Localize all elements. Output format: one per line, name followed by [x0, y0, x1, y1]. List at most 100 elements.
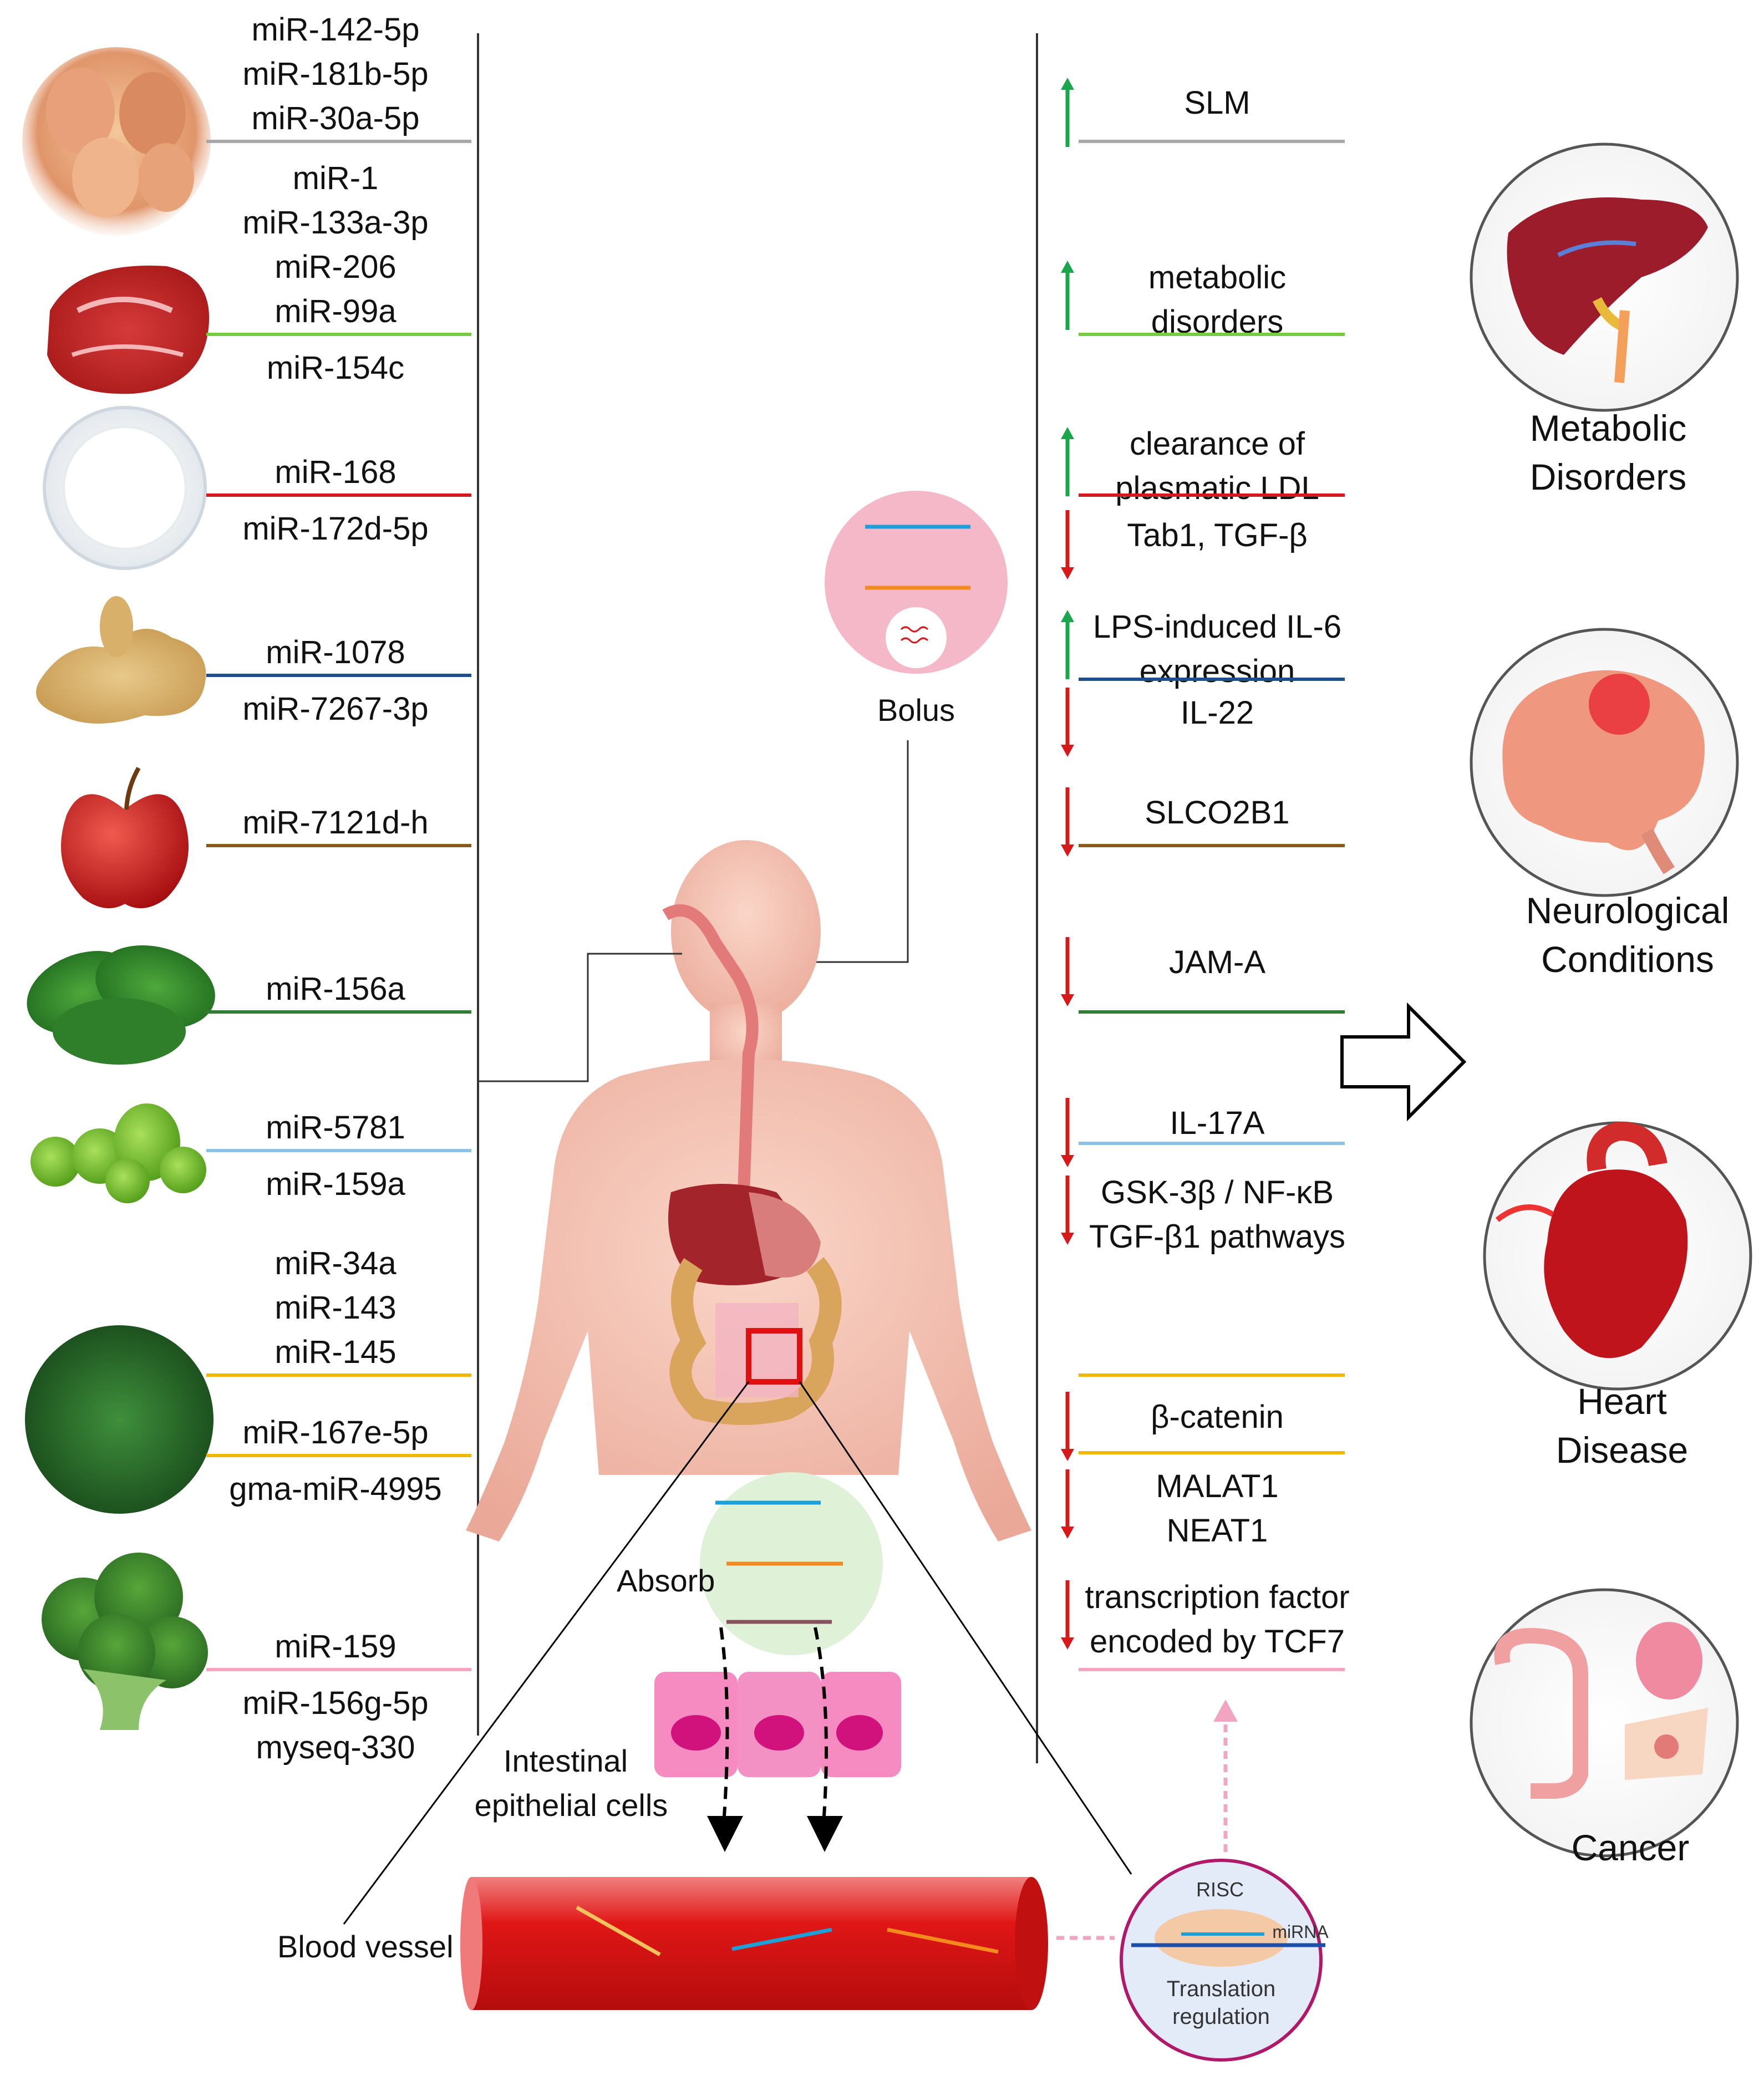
absorb-icon [700, 1472, 883, 1655]
down-arrow-head-icon [1061, 1233, 1074, 1245]
mirna-label: myseq-330 [256, 1729, 415, 1765]
mirna-label: miR-181b-5p [242, 56, 428, 92]
outcome-arrow-icon [1340, 1002, 1467, 1122]
effect-label: GSK-3β / NF-κB [1101, 1174, 1334, 1210]
epithelial-cells-icon [654, 1672, 901, 1777]
effect-label: Tab1, TGF-β [1127, 517, 1308, 553]
bolus-connector [801, 740, 909, 963]
down-arrow-head-icon [1061, 745, 1074, 757]
translation-label-2: regulation [1172, 2004, 1270, 2029]
liver-icon [1470, 143, 1739, 412]
mirna-label: miR-34a [274, 1245, 396, 1281]
effect-label: expression [1140, 653, 1295, 689]
mirna-label: miR-168 [274, 454, 396, 490]
disease-label: Neurological [1526, 890, 1730, 931]
blood-vessel-icon [460, 1877, 1048, 2010]
egg-icon [22, 47, 211, 236]
down-arrow-head-icon [1061, 1637, 1074, 1650]
up-arrow-head-icon [1061, 427, 1074, 439]
human-body-icon [466, 840, 1031, 1541]
blood-vessel-label: Blood vessel [277, 1929, 454, 1964]
risc-icon [1120, 1859, 1325, 2062]
disease-label: Disease [1556, 1429, 1688, 1471]
mirna-label: miR-7121d-h [242, 805, 428, 841]
mirna-label: miR-159 [274, 1629, 396, 1665]
moringa-icon [25, 1325, 213, 1514]
effect-label: transcription factor [1085, 1579, 1349, 1615]
effect-label: plasmatic LDL [1115, 470, 1319, 506]
brain-icon [1470, 628, 1739, 897]
down-arrow-head-icon [1061, 844, 1074, 857]
intestinal-label-1: Intestinal [504, 1743, 628, 1778]
absorb-path-right [814, 1627, 828, 1825]
down-arrow-head-icon [1061, 1449, 1074, 1461]
mirna-label: miR-133a-3p [242, 205, 428, 241]
organs-icon [1470, 1588, 1739, 1858]
effect-label: SLCO2B1 [1145, 795, 1289, 831]
broccoli-icon [42, 1553, 208, 1730]
mirna-label: miR-30a-5p [252, 100, 420, 136]
bolus-label: Bolus [877, 693, 955, 727]
mirna-label: miR-167e-5p [242, 1415, 428, 1451]
effect-label: IL-22 [1181, 695, 1254, 731]
effect-label: SLM [1184, 85, 1250, 121]
mirna-label: gma-miR-4995 [229, 1471, 442, 1507]
mirna-label: miR-206 [274, 249, 396, 285]
down-arrow-head-icon [1061, 1155, 1074, 1167]
spinach-icon [27, 945, 215, 1065]
effect-label: IL-17A [1170, 1105, 1265, 1141]
absorb-label: Absorb [617, 1563, 715, 1598]
mirna-label: miR-156g-5p [242, 1685, 428, 1721]
up-arrow-pink-icon [1213, 1700, 1238, 1722]
up-arrow-head-icon [1061, 610, 1074, 622]
mirna-label: miR-145 [274, 1334, 396, 1370]
mirna-label: miR-156a [266, 971, 405, 1007]
down-arrow-left-icon [707, 1816, 743, 1852]
effect-label: NEAT1 [1167, 1513, 1268, 1549]
mirna-label: miR-142-5p [252, 12, 420, 48]
heart-icon [1483, 1121, 1752, 1391]
zoom-line-left [343, 1381, 750, 1925]
effect-label: TGF-β1 pathways [1089, 1219, 1345, 1255]
mirna-label: miR-99a [274, 293, 396, 329]
disease-label: Heart [1577, 1381, 1666, 1422]
effect-label: LPS-induced IL-6 [1093, 609, 1341, 645]
mirna-label: miR-143 [274, 1290, 396, 1326]
up-arrow-head-icon [1061, 78, 1074, 90]
mirna-label: miR-154c [267, 350, 404, 386]
risc-label: RISC [1196, 1878, 1244, 1901]
down-arrow-head-icon [1061, 994, 1074, 1006]
food-mirna-list: miR-142-5pmiR-181b-5pmiR-30a-5pmiR-1miR-… [206, 12, 471, 1765]
disease-label: Cancer [1572, 1827, 1690, 1868]
effect-label: JAM-A [1169, 944, 1265, 980]
ginger-icon [36, 596, 206, 724]
disease-label: Disorders [1530, 456, 1686, 497]
up-arrow-head-icon [1061, 261, 1074, 273]
mirna-label: miR-7267-3p [242, 691, 428, 727]
disease-label: Metabolic [1530, 408, 1686, 449]
down-arrow-right-icon [807, 1816, 843, 1852]
down-arrow-head-icon [1061, 567, 1074, 579]
intestinal-label-2: epithelial cells [475, 1788, 668, 1823]
zoom-line-right [799, 1381, 1132, 1875]
beans-icon [30, 1103, 206, 1203]
effect-label: MALAT1 [1156, 1468, 1278, 1504]
effect-label: β-catenin [1151, 1399, 1284, 1435]
effect-label: encoded by TCF7 [1090, 1624, 1345, 1660]
translation-label-1: Translation [1167, 1977, 1275, 2001]
effect-label: clearance of [1130, 426, 1305, 462]
bolus-icon [825, 491, 1008, 674]
mirna-label: miR-5781 [266, 1110, 405, 1146]
down-arrow-head-icon [1061, 1527, 1074, 1539]
beef-icon [47, 266, 210, 394]
intestine-zoom-box [746, 1328, 802, 1385]
rice-icon [43, 406, 207, 570]
apple-icon [61, 767, 189, 908]
mirna-label: miR-172d-5p [242, 511, 428, 547]
effect-label: metabolic [1148, 260, 1286, 296]
absorb-path-left [719, 1627, 729, 1825]
mirna-label: miRNA [1272, 1922, 1329, 1942]
food-connector [478, 953, 682, 1082]
